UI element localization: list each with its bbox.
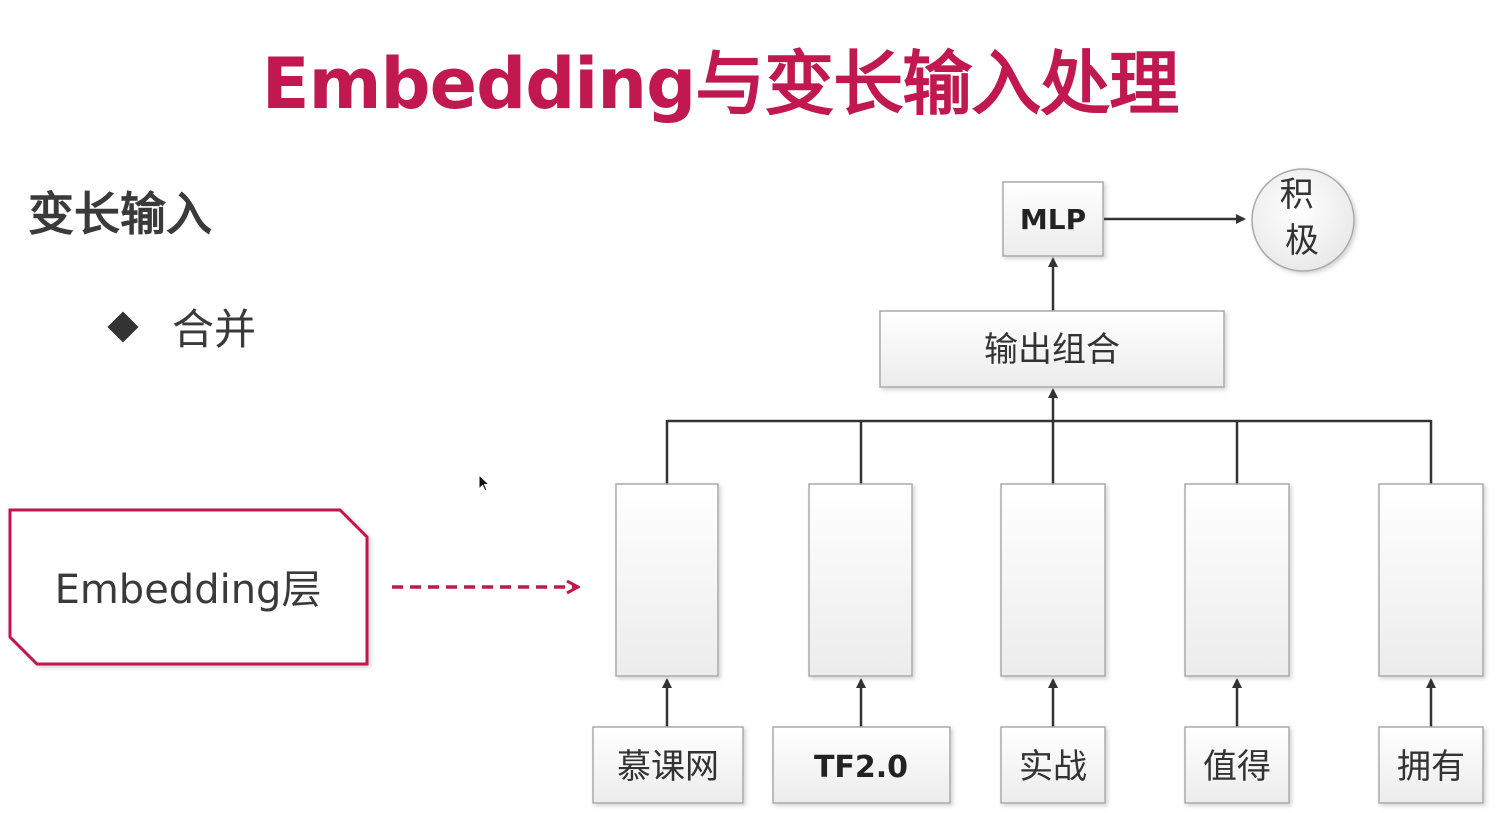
embedding-layer-label: Embedding层: [55, 567, 322, 613]
bullet-item: 合并: [107, 296, 257, 357]
input-token: TF2.0: [772, 726, 951, 804]
input-arrows: [662, 678, 1436, 727]
output-label: 积 极: [1280, 175, 1325, 261]
output-circle: 积 极: [1251, 168, 1355, 272]
input-token: 实战: [1000, 726, 1106, 804]
section-heading: 变长输入: [28, 187, 212, 241]
input-token: 值得: [1184, 726, 1290, 804]
embedding-vector: [1378, 483, 1484, 677]
mouse-cursor-icon: [478, 474, 491, 492]
connector-lines: [665, 419, 1433, 484]
embedding-vector: [1000, 483, 1106, 677]
slide-title: Embedding与变长输入处理: [261, 43, 1180, 125]
mlp-box: MLP: [1002, 181, 1104, 257]
embedding-vector: [808, 483, 913, 677]
input-token-label: 值得: [1203, 747, 1271, 787]
embedding-layer-box: Embedding层: [8, 508, 369, 666]
input-token-label: 慕课网: [617, 747, 719, 787]
input-token-label: 实战: [1019, 747, 1087, 787]
embedding-vectors: [615, 483, 1484, 677]
input-token: 拥有: [1378, 726, 1484, 804]
input-token-label: 拥有: [1397, 747, 1465, 787]
output-combine-box: 输出组合: [879, 310, 1225, 388]
bullet-label: 合并: [172, 305, 257, 354]
combine-label: 输出组合: [984, 330, 1120, 370]
mlp-label: MLP: [1020, 203, 1086, 236]
input-token-label: TF2.0: [814, 750, 908, 785]
input-tokens: 慕课网 TF2.0 实战 值得 拥有: [592, 726, 1484, 804]
input-token: 慕课网: [592, 726, 744, 804]
embedding-vector: [1184, 483, 1290, 677]
embedding-vector: [615, 483, 719, 677]
